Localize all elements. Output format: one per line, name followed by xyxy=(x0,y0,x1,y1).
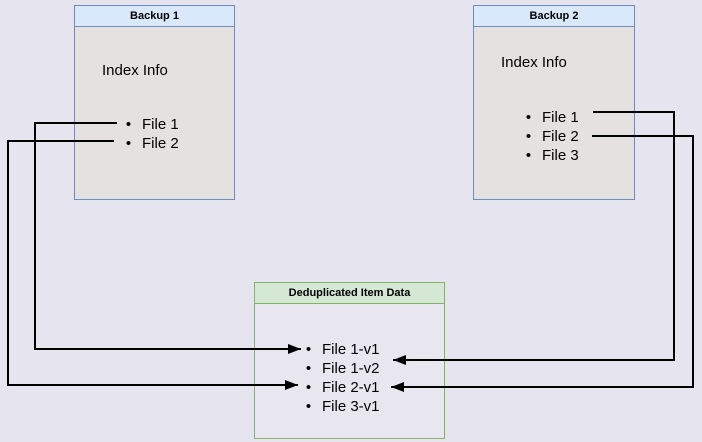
file-label: File 3-v1 xyxy=(322,398,380,415)
list-item: • File 2-v1 xyxy=(302,378,380,397)
backup1-file-list: • File 1 • File 2 xyxy=(122,115,179,153)
bullet-icon: • xyxy=(525,128,532,145)
bullet-icon: • xyxy=(305,379,312,396)
file-label: File 1-v2 xyxy=(322,360,380,377)
file-label: File 2-v1 xyxy=(322,379,380,396)
backup1-subtitle: Index Info xyxy=(102,62,168,79)
list-item: • File 2 xyxy=(122,134,179,153)
bullet-icon: • xyxy=(305,341,312,358)
bullet-icon: • xyxy=(305,398,312,415)
bullet-icon: • xyxy=(125,135,132,152)
file-label: File 2 xyxy=(142,135,179,152)
dedup-title: Deduplicated Item Data xyxy=(288,287,411,299)
file-label: File 1-v1 xyxy=(322,341,380,358)
list-item: • File 1-v2 xyxy=(302,359,380,378)
list-item: • File 2 xyxy=(522,127,579,146)
backup1-header: Backup 1 xyxy=(75,6,234,27)
backup2-header: Backup 2 xyxy=(474,6,634,27)
backup2-file-list: • File 1 • File 2 • File 3 xyxy=(522,108,579,165)
bullet-icon: • xyxy=(125,116,132,133)
file-label: File 1 xyxy=(142,116,179,133)
backup2-title: Backup 2 xyxy=(529,10,579,22)
backup2-subtitle: Index Info xyxy=(501,54,567,71)
list-item: • File 1 xyxy=(122,115,179,134)
backup1-box: Backup 1 Index Info • File 1 • File 2 xyxy=(74,5,235,200)
dedup-header: Deduplicated Item Data xyxy=(255,283,444,304)
list-item: • File 3-v1 xyxy=(302,397,380,416)
backup2-box: Backup 2 Index Info • File 1 • File 2 • … xyxy=(473,5,635,200)
file-label: File 1 xyxy=(542,109,579,126)
deduplicated-item-data-box: Deduplicated Item Data • File 1-v1 • Fil… xyxy=(254,282,445,439)
bullet-icon: • xyxy=(525,147,532,164)
backup1-title: Backup 1 xyxy=(130,10,179,22)
file-label: File 2 xyxy=(542,128,579,145)
list-item: • File 1-v1 xyxy=(302,340,380,359)
list-item: • File 3 xyxy=(522,146,579,165)
bullet-icon: • xyxy=(305,360,312,377)
bullet-icon: • xyxy=(525,109,532,126)
list-item: • File 1 xyxy=(522,108,579,127)
file-label: File 3 xyxy=(542,147,579,164)
dedup-file-list: • File 1-v1 • File 1-v2 • File 2-v1 • Fi… xyxy=(302,340,380,416)
